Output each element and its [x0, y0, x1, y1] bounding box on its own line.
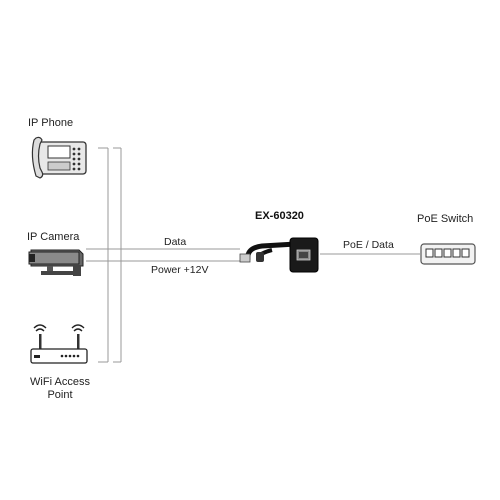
network-switch-icon: [420, 243, 476, 265]
splitter-model-label: EX-60320: [255, 210, 304, 222]
data-link-label: Data: [164, 236, 187, 248]
ip-camera-label: IP Camera: [27, 231, 80, 243]
poe-switch-label: PoE Switch: [417, 213, 474, 225]
wifi-router-icon: [30, 324, 88, 364]
wifi-ap-label: WiFi Access Point: [27, 376, 93, 402]
wifi-ap-label-line1: WiFi Access: [30, 376, 90, 388]
ip-phone-label: IP Phone: [28, 117, 74, 129]
ip-camera-icon: [28, 249, 84, 276]
wifi-ap-label-line2: Point: [47, 389, 73, 401]
poe-data-link-label: PoE / Data: [343, 239, 394, 251]
power-link-label: Power +12V: [151, 264, 209, 276]
poe-splitter-icon: [239, 237, 319, 273]
ip-phone-icon: [31, 136, 87, 179]
